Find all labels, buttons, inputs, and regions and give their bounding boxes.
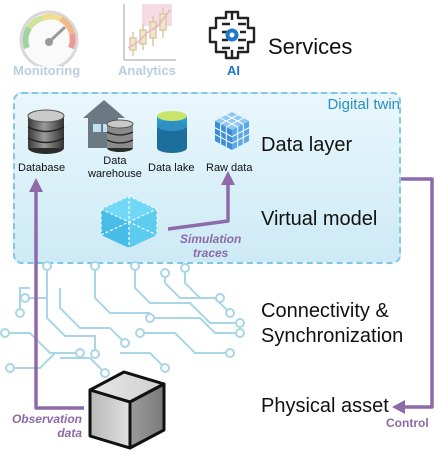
database-icon xyxy=(27,109,65,154)
virtual-model-label: Virtual model xyxy=(261,208,378,230)
observation-data-label: Observation data xyxy=(11,412,82,440)
circuit-traces xyxy=(0,261,245,378)
virtual-model-cube-icon xyxy=(100,195,158,248)
candlestick-chart-icon xyxy=(123,4,176,61)
raw-data-label: Raw data xyxy=(206,162,253,174)
data-warehouse-label: Data warehouse xyxy=(88,155,142,180)
services-title: Services xyxy=(268,34,353,59)
ai-label: AI xyxy=(227,63,240,78)
brain-chip-icon xyxy=(208,10,256,60)
raw-data-icon xyxy=(214,112,250,150)
control-label: Control xyxy=(386,416,429,430)
physical-asset-label: Physical asset xyxy=(261,395,389,417)
data-lake-label: Data lake xyxy=(148,162,195,174)
digital-twin-box xyxy=(13,92,401,264)
database-label: Database xyxy=(18,162,66,174)
simulation-traces-label: Simulation traces xyxy=(180,232,242,260)
data-layer-label: Data layer xyxy=(261,134,353,156)
monitoring-label: Monitoring xyxy=(13,63,81,78)
analytics-label: Analytics xyxy=(118,63,176,78)
physical-asset-cube-icon xyxy=(88,370,166,450)
data-warehouse-icon xyxy=(83,100,134,152)
gauge-icon xyxy=(19,10,79,66)
digital-twin-label: Digital twin xyxy=(327,96,400,113)
connectivity-label: Connectivity & Synchronization xyxy=(261,300,404,347)
data-lake-icon xyxy=(157,111,187,153)
